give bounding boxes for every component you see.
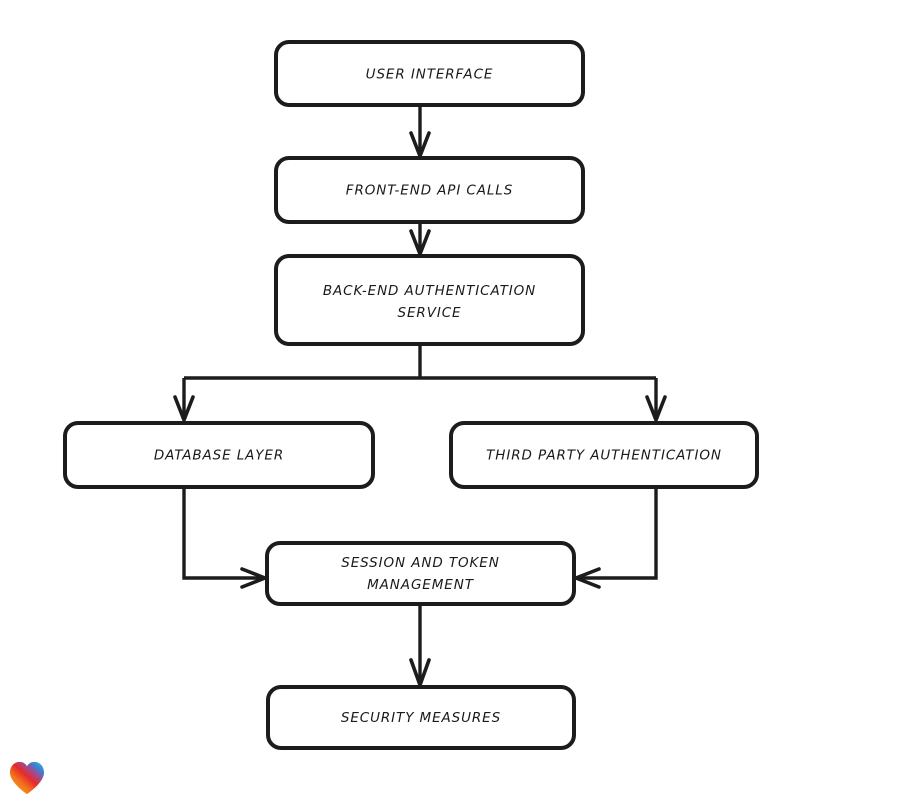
- node-user-interface[interactable]: USER INTERFACE: [274, 40, 585, 107]
- node-user-interface-shape[interactable]: [274, 40, 585, 107]
- edge-backend-to-thirdparty: [645, 378, 667, 422]
- node-session-and-token-management-label-line1: SESSION AND TOKEN: [341, 555, 499, 571]
- edge-thirdparty-to-session: [574, 487, 658, 589]
- node-database-layer[interactable]: DATABASE LAYER: [63, 421, 375, 489]
- node-security-measures-label: SECURITY MEASURES: [341, 710, 501, 726]
- node-front-end-api-calls-label: FRONT-END API CALLS: [346, 183, 513, 199]
- edge-backend-branch-stem: [184, 344, 656, 380]
- edge-api-to-backend: [409, 222, 431, 256]
- edge-session-to-security: [409, 604, 431, 687]
- node-third-party-authentication-label: THIRD PARTY AUTHENTICATION: [486, 448, 722, 464]
- node-database-layer-shape[interactable]: [63, 421, 375, 489]
- edge-ui-to-api: [409, 105, 431, 158]
- node-front-end-api-calls[interactable]: FRONT-END API CALLS: [274, 156, 585, 224]
- node-session-and-token-management-label-line2: MANAGEMENT: [367, 577, 475, 593]
- node-third-party-authentication[interactable]: THIRD PARTY AUTHENTICATION: [449, 421, 759, 489]
- node-security-measures[interactable]: SECURITY MEASURES: [266, 685, 576, 750]
- heart-icon[interactable]: [8, 760, 46, 796]
- nodes-layer: USER INTERFACE FRONT-END API CALLS BACK-…: [63, 40, 759, 750]
- node-session-and-token-management-shape[interactable]: [265, 541, 576, 606]
- node-database-layer-label: DATABASE LAYER: [154, 448, 284, 464]
- node-security-measures-shape[interactable]: [266, 685, 576, 750]
- edge-backend-to-database: [173, 378, 195, 422]
- node-back-end-authentication-service-label-line1: BACK-END AUTHENTICATION: [323, 283, 536, 299]
- node-user-interface-label: USER INTERFACE: [366, 67, 494, 83]
- node-back-end-authentication-service-label-line2: SERVICE: [398, 305, 462, 321]
- node-third-party-authentication-shape[interactable]: [449, 421, 759, 489]
- node-back-end-authentication-service-shape[interactable]: [274, 254, 585, 346]
- node-front-end-api-calls-shape[interactable]: [274, 156, 585, 224]
- node-back-end-authentication-service[interactable]: BACK-END AUTHENTICATION SERVICE: [274, 254, 585, 346]
- node-session-and-token-management[interactable]: SESSION AND TOKEN MANAGEMENT: [265, 541, 576, 606]
- edge-database-to-session: [182, 487, 267, 589]
